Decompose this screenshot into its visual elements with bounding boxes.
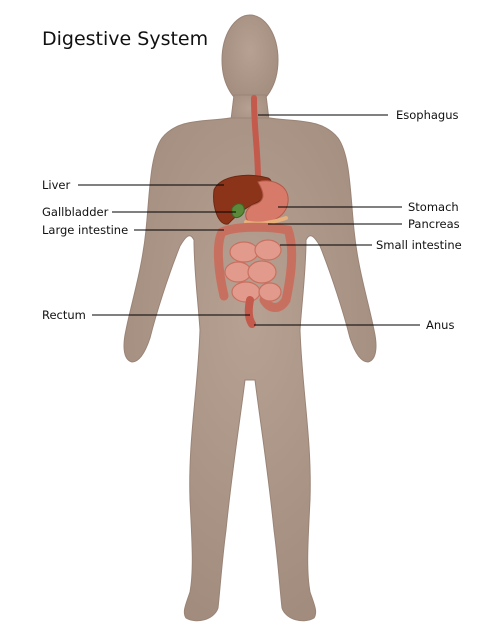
label-rectum: Rectum [42, 308, 86, 322]
small-intestine-organ [224, 239, 282, 303]
body-silhouette [123, 14, 377, 622]
label-pancreas: Pancreas [408, 217, 460, 231]
label-small-intestine: Small intestine [376, 238, 462, 252]
label-large-intestine: Large intestine [42, 223, 129, 237]
label-esophagus: Esophagus [396, 108, 459, 122]
leader-lines [78, 114, 420, 326]
digestive-organs [213, 95, 297, 328]
label-liver: Liver [42, 178, 71, 192]
rectum-organ [244, 296, 256, 328]
esophagus-organ [251, 95, 261, 183]
gallbladder-organ [231, 203, 245, 218]
label-anus: Anus [426, 318, 455, 332]
label-stomach: Stomach [408, 200, 459, 214]
diagram-title: Digestive System [42, 28, 209, 50]
large-intestine-organ [213, 222, 297, 312]
label-gallbladder: Gallbladder [42, 205, 109, 219]
